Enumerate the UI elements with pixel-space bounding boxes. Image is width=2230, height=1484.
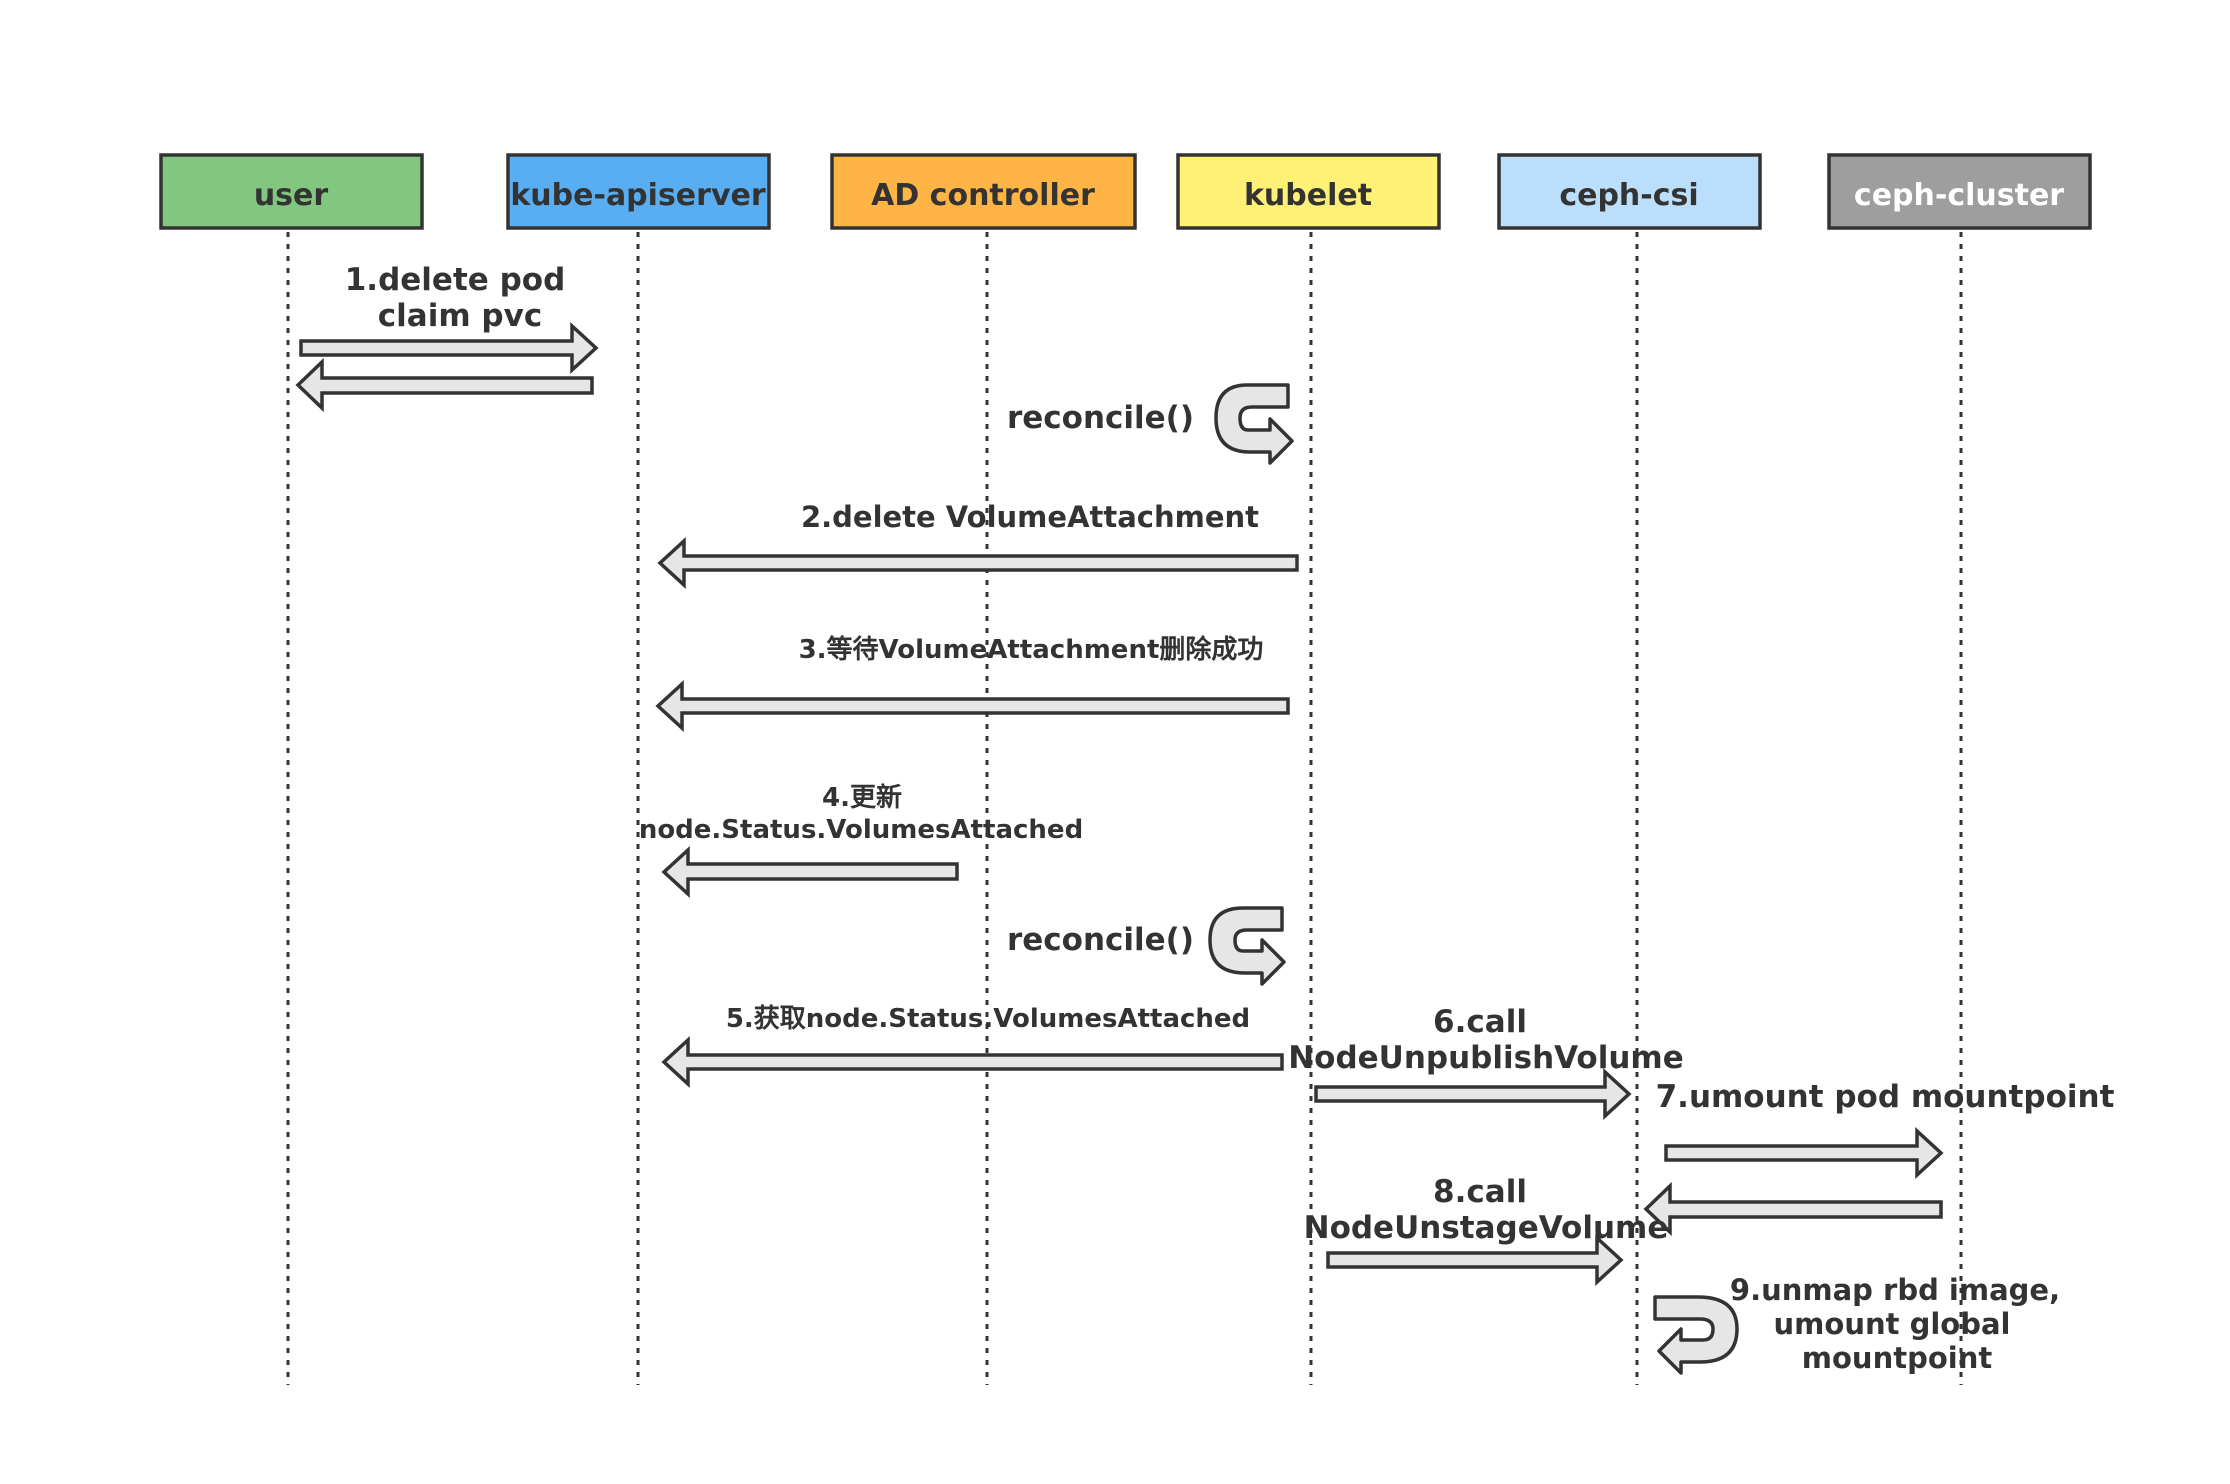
actor-ceph-cluster-box [1827, 153, 2092, 230]
actor-user-box [159, 153, 424, 230]
actor-kubelet-label: kubelet [1244, 178, 1372, 213]
message-1-return-arrow [295, 357, 594, 413]
message-8-label-line2: NodeUnstageVolume [1304, 1210, 1669, 1246]
message-1: 1.delete pod claim pvc [299, 262, 599, 374]
message-4-arrow [661, 846, 959, 898]
message-1-label-line1: 1.delete pod [345, 262, 566, 298]
message-1-arrow [299, 322, 599, 374]
actor-ad-controller-label: AD controller [871, 178, 1095, 213]
message-9-label-line3: mountpoint [1802, 1341, 1993, 1375]
message-7: 7.umount pod mountpoint [1656, 1079, 2115, 1179]
actor-ceph-cluster-label: ceph-cluster [1854, 178, 2064, 213]
message-5: 5.获取node.Status.VolumesAttached [661, 1004, 1284, 1088]
message-6: 6.call NodeUnpublishVolume [1288, 1004, 1684, 1120]
message-7-label: 7.umount pod mountpoint [1656, 1079, 2115, 1115]
message-5-label: 5.获取node.Status.VolumesAttached [726, 1004, 1250, 1034]
message-1-label-line2: claim pvc [378, 298, 542, 334]
message-7-return-arrow [1643, 1181, 1943, 1237]
actor-ceph-csi-label: ceph-csi [1559, 178, 1698, 213]
reconcile-1: reconcile() [1007, 383, 1294, 465]
reconcile-2-label: reconcile() [1007, 922, 1194, 958]
actor-kubelet-box [1176, 153, 1441, 230]
message-2-arrow [657, 537, 1299, 589]
message-4-label-line2: node.Status.VolumesAttached [639, 815, 1083, 845]
actor-kube-apiserver-label: kube-apiserver [510, 178, 765, 213]
message-9-label-line1: 9.unmap rbd image, [1730, 1273, 2060, 1307]
message-2: 2.delete VolumeAttachment [657, 500, 1299, 589]
message-8-arrow [1326, 1234, 1624, 1286]
message-3-label: 3.等待VolumeAttachment删除成功 [799, 634, 1264, 665]
message-7-arrow [1664, 1127, 1944, 1179]
message-3-arrow [655, 680, 1290, 732]
reconcile-2-loop-icon [1208, 906, 1286, 986]
actor-user: user [159, 153, 424, 230]
actor-ceph-csi-box [1497, 153, 1762, 230]
actor-ad-controller: AD controller [830, 153, 1137, 230]
actor-kube-apiserver: kube-apiserver [506, 153, 771, 230]
actor-kubelet: kubelet [1176, 153, 1441, 230]
reconcile-2: reconcile() [1007, 906, 1286, 986]
message-3: 3.等待VolumeAttachment删除成功 [655, 634, 1290, 732]
message-9-loop-icon [1653, 1295, 1739, 1375]
message-9-label-line2: umount global [1774, 1307, 2011, 1341]
reconcile-1-label: reconcile() [1007, 400, 1194, 436]
actor-kube-apiserver-box [506, 153, 771, 230]
actor-user-label: user [254, 178, 329, 213]
message-9: 9.unmap rbd image, umount global mountpo… [1653, 1273, 2060, 1375]
actor-ad-controller-box [830, 153, 1137, 230]
message-6-label-line1: 6.call [1433, 1004, 1527, 1040]
message-8-label-line1: 8.call [1433, 1174, 1527, 1210]
actor-ceph-csi: ceph-csi [1497, 153, 1762, 230]
reconcile-1-loop-icon [1214, 383, 1294, 465]
message-4: 4.更新 node.Status.VolumesAttached [639, 782, 1083, 898]
message-4-label-line1: 4.更新 [822, 782, 902, 813]
message-8: 8.call NodeUnstageVolume [1304, 1174, 1669, 1286]
message-6-arrow [1314, 1068, 1632, 1120]
message-1-return [295, 357, 594, 413]
message-5-arrow [661, 1036, 1284, 1088]
actor-ceph-cluster: ceph-cluster [1827, 153, 2092, 230]
message-7-return [1643, 1181, 1943, 1237]
message-2-label: 2.delete VolumeAttachment [801, 500, 1259, 534]
message-6-label-line2: NodeUnpublishVolume [1288, 1040, 1684, 1076]
